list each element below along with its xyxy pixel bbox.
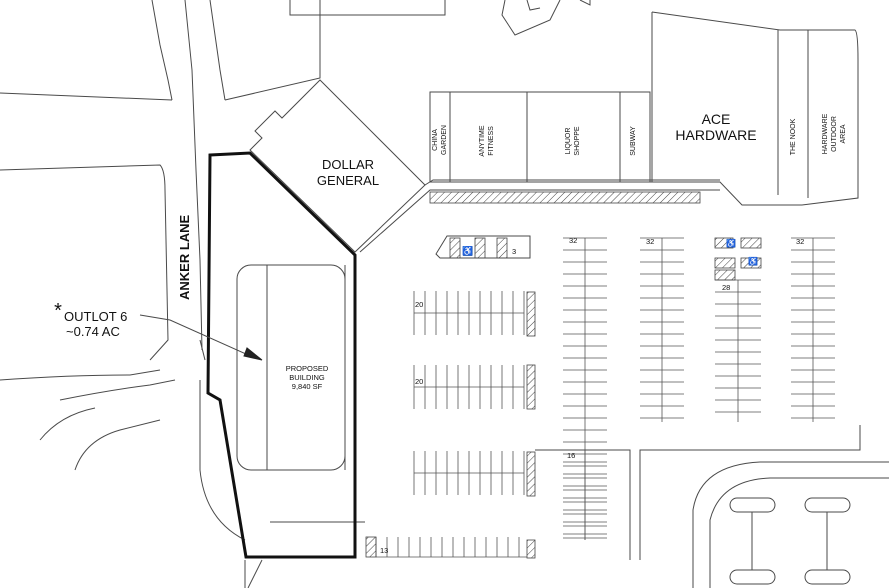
liquor-shoppe-label-line1: LIQUOR <box>565 128 572 155</box>
dollar-general-label-line2: GENERAL <box>317 173 379 188</box>
hardware-outdoor-label-line1: HARDWARE <box>822 113 829 154</box>
west-row-1-count: 20 <box>415 300 423 309</box>
outlot-area: ~0.74 AC <box>66 324 120 339</box>
hardware-outdoor-label-line2: OUTDOOR <box>831 116 838 152</box>
wheelchair-icon: ♿ <box>726 238 736 248</box>
parking-stalls <box>375 237 835 558</box>
south-row-count: 13 <box>380 546 388 555</box>
china-garden-label-line2: GARDEN <box>441 125 448 155</box>
liquor-shoppe-label-line2: SHOPPE <box>574 126 581 156</box>
south-row-end-hatch <box>526 539 536 559</box>
west-row-2-count: 20 <box>415 377 423 386</box>
subway-label: SUBWAY <box>630 126 637 156</box>
wheelchair-icon: ♿ <box>462 245 473 256</box>
proposed-building-label-line2: BUILDING <box>289 373 325 382</box>
southeast-curbs <box>535 425 889 588</box>
anker-lane-label: ANKER LANE <box>177 214 192 300</box>
proposed-building-label-line1: PROPOSED <box>286 364 329 373</box>
row-b-count: 32 <box>646 237 654 246</box>
anytime-fitness-label-line2: FITNESS <box>488 126 495 156</box>
north-buildings <box>289 0 591 36</box>
anytime-fitness-label-line1: ANYTIME <box>479 125 486 156</box>
wheelchair-icon: ♿ <box>748 256 758 266</box>
central-row-end-hatch <box>526 451 536 497</box>
outlot-6-boundary <box>206 151 357 559</box>
accessible-row-count: 28 <box>722 283 730 292</box>
ace-hardware-label-line1: ACE <box>702 111 731 127</box>
row-c-count: 32 <box>796 237 804 246</box>
west-row-1-end-hatch <box>526 291 536 337</box>
walkway-connector <box>359 179 720 253</box>
anker-lane-curbs <box>0 0 365 588</box>
west-row-2-end-hatch <box>526 364 536 410</box>
south-row-start-hatch <box>365 536 377 558</box>
dollar-general-label-line1: DOLLAR <box>322 157 374 172</box>
central-row-count: 16 <box>567 451 575 460</box>
accessible-row-stalls: ♿ ♿ <box>714 237 762 281</box>
row-a-count: 32 <box>569 236 577 245</box>
ace-hardware-label-line2: HARDWARE <box>675 127 756 143</box>
proposed-building: PROPOSED BUILDING 9,840 SF <box>236 264 346 471</box>
front-sidewalk-hatch <box>429 191 701 204</box>
outlot-6-callout: * OUTLOT 6 ~0.74 AC <box>54 300 263 361</box>
the-nook-label: THE NOOK <box>790 118 797 155</box>
dollar-general-building: DOLLAR GENERAL <box>249 79 426 253</box>
china-garden-label-line1: CHINA <box>432 129 439 151</box>
accessible-parking-island: ♿ 3 <box>435 235 531 259</box>
outlot-marker: * <box>54 300 62 322</box>
proposed-building-size: 9,840 SF <box>292 382 323 391</box>
parking-islands <box>729 497 851 585</box>
retail-strip: CHINA GARDEN ANYTIME FITNESS LIQUOR SHOP… <box>429 11 859 206</box>
accessible-island-count: 3 <box>512 247 516 256</box>
hardware-outdoor-label-line3: AREA <box>840 124 847 143</box>
outlot-name: OUTLOT 6 <box>64 309 127 324</box>
